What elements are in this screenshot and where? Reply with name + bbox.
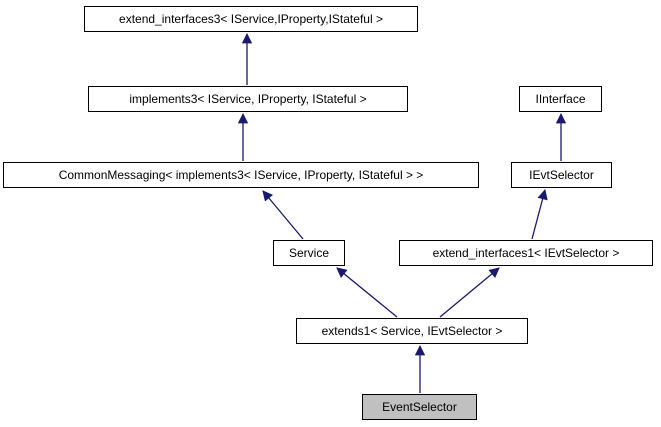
node-eventselector-focus: EventSelector: [362, 394, 477, 420]
edge-extends1-to-extend-interfaces1-arrow: [439, 267, 500, 318]
node-implements3[interactable]: implements3< IService, IProperty, IState…: [88, 86, 408, 112]
node-extend-interfaces3[interactable]: extend_interfaces3< IService,IProperty,I…: [84, 6, 418, 32]
edge-service-to-commonmessaging-arrow: [262, 190, 304, 240]
node-ievtselector[interactable]: IEvtSelector: [511, 162, 612, 188]
node-extends1[interactable]: extends1< Service, IEvtSelector >: [296, 318, 528, 344]
node-iinterface[interactable]: IInterface: [519, 86, 602, 112]
edge-extend-interfaces1-to-ievtselector-arrow: [531, 188, 548, 240]
node-service[interactable]: Service: [273, 240, 345, 266]
edge-extends1-to-service-arrow: [336, 267, 398, 318]
node-commonmessaging[interactable]: CommonMessaging< implements3< IService, …: [3, 162, 479, 188]
node-extend-interfaces1[interactable]: extend_interfaces1< IEvtSelector >: [399, 240, 653, 266]
